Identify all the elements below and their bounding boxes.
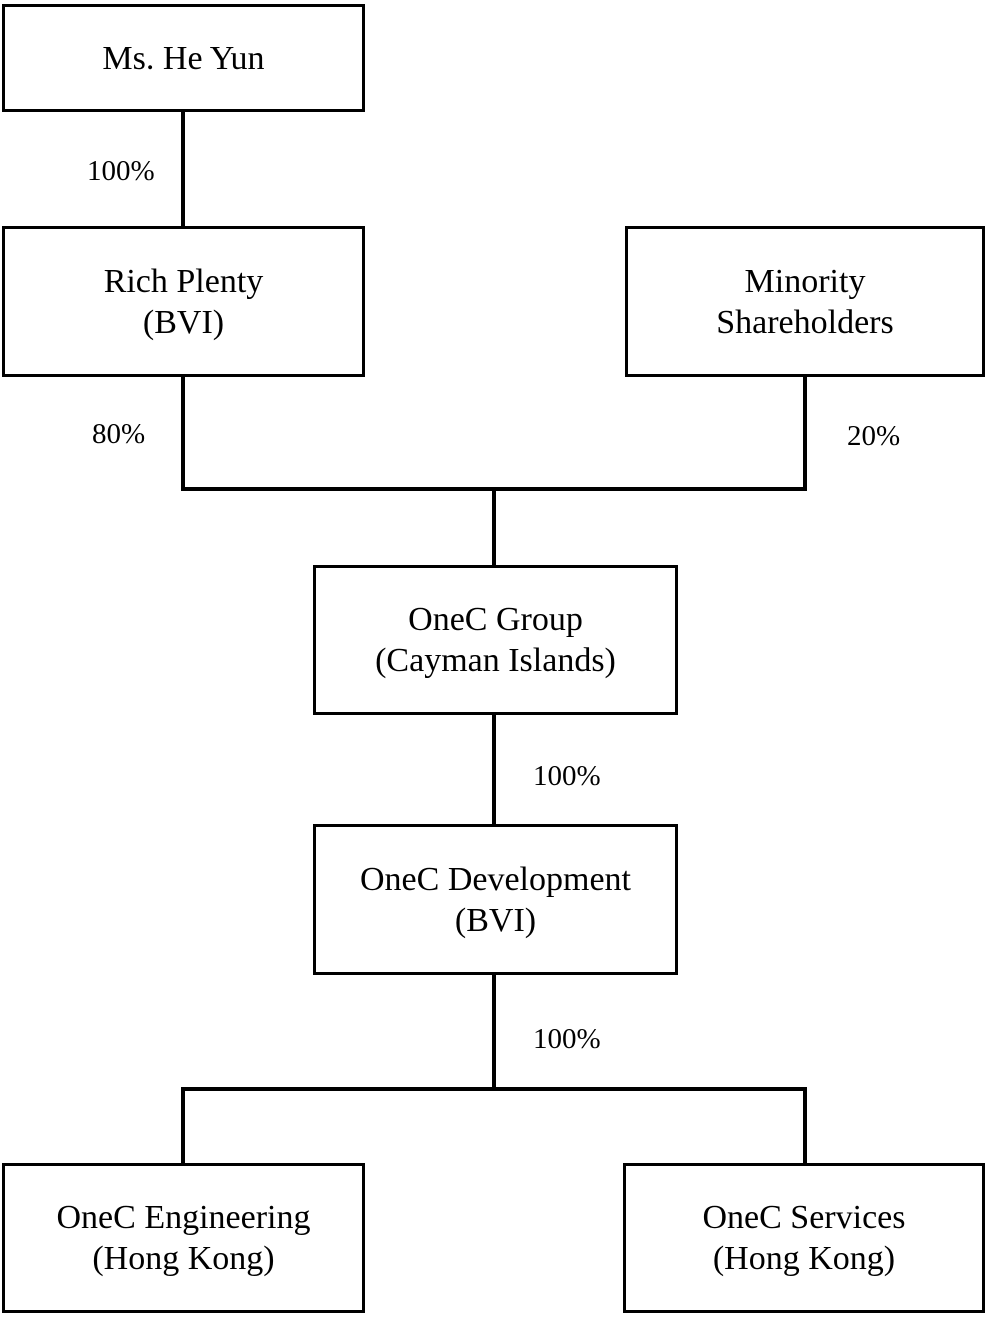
node-sublabel: (Hong Kong): [712, 1240, 896, 1277]
node-onec-development: OneC Development (BVI): [313, 824, 678, 975]
node-ms-he-yun: Ms. He Yun: [2, 4, 365, 112]
node-label: Ms. He Yun: [102, 39, 265, 77]
node-onec-services: OneC Services (Hong Kong): [623, 1163, 985, 1313]
node-sublabel: (BVI): [142, 303, 225, 341]
edge-label-onecgroup-onecdev: 100%: [533, 760, 601, 792]
node-onec-group: OneC Group (Cayman Islands): [313, 565, 678, 715]
node-rich-plenty: Rich Plenty (BVI): [2, 226, 365, 377]
node-sublabel: (BVI): [454, 901, 537, 939]
connector-richplenty-down: [181, 377, 185, 491]
node-sublabel: (Cayman Islands): [375, 642, 616, 679]
connector-split-to-services: [803, 1087, 807, 1163]
node-label: OneC Services: [702, 1199, 906, 1236]
node-label: OneC Engineering: [56, 1199, 311, 1236]
node-label: Minority: [744, 262, 866, 300]
connector-onecgroup-onecdevelopment: [492, 715, 496, 824]
node-sublabel: (Hong Kong): [92, 1240, 275, 1277]
connector-minority-down: [803, 377, 807, 491]
connector-bottom-split-horizontal: [181, 1087, 807, 1091]
edge-label-richplenty-onecgroup: 80%: [92, 418, 146, 450]
node-minority-shareholders: Minority Shareholders: [625, 226, 985, 377]
node-onec-engineering: OneC Engineering (Hong Kong): [2, 1163, 365, 1313]
edge-label-onecdev-subsidiaries: 100%: [533, 1023, 601, 1055]
edge-label-msheyun-richplenty: 100%: [87, 155, 155, 187]
node-sublabel: Shareholders: [716, 303, 894, 341]
edge-label-minority-onecgroup: 20%: [847, 420, 901, 452]
node-label: OneC Group: [408, 601, 583, 638]
connector-onecdevelopment-down: [492, 975, 496, 1091]
connector-msheyun-richplenty: [181, 112, 185, 226]
connector-join-to-onecgroup: [492, 487, 496, 565]
connector-split-to-engineering: [181, 1087, 185, 1163]
node-label: OneC Development: [360, 860, 631, 898]
node-label: Rich Plenty: [103, 262, 264, 300]
